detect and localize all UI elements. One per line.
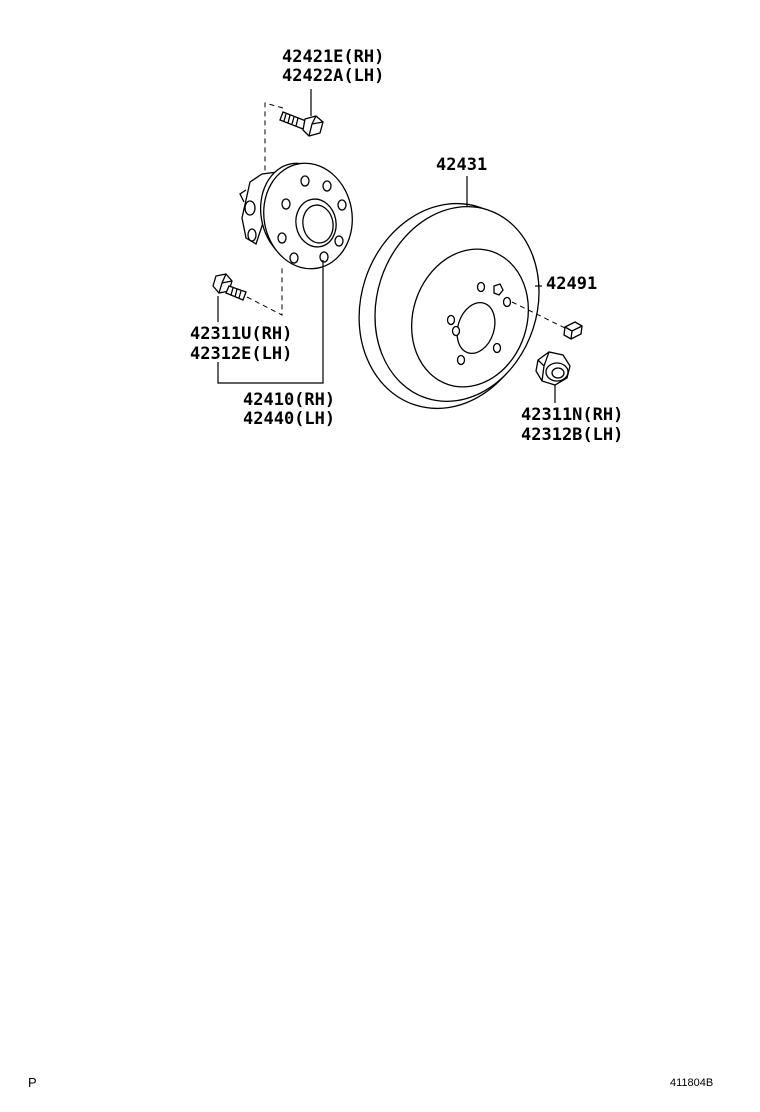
- hole-plug: [563, 321, 583, 340]
- hub-nut: [535, 351, 571, 386]
- label-rotor: 42431: [436, 155, 487, 175]
- hub-bolt-top: [279, 111, 324, 137]
- label-bolt-left-lh: 42312E(LH): [190, 344, 292, 364]
- dashed-bolt-top-to-hub: [264, 102, 284, 178]
- label-plug: 42491: [546, 274, 597, 294]
- label-nut-rh: 42311N(RH): [521, 405, 623, 425]
- hub-bolt-left: [212, 273, 247, 301]
- disc-rotor: [358, 202, 540, 410]
- hub-assembly: [239, 162, 353, 270]
- leader-hub-bracket: [217, 260, 324, 384]
- corner-mark-left: P: [28, 1075, 37, 1090]
- label-hub-rh: 42410(RH): [243, 390, 335, 410]
- dashed-plug-to-rotor: [511, 301, 566, 329]
- label-bolt-top-lh: 42422A(LH): [282, 66, 384, 86]
- dashed-bolt-left-to-hub: [246, 265, 283, 316]
- label-hub-lh: 42440(LH): [243, 409, 335, 429]
- label-bolt-left-rh: 42311U(RH): [190, 324, 292, 344]
- label-nut-lh: 42312B(LH): [521, 425, 623, 445]
- illustration-code: 411804B: [670, 1077, 714, 1089]
- label-bolt-top-rh: 42421E(RH): [282, 47, 384, 67]
